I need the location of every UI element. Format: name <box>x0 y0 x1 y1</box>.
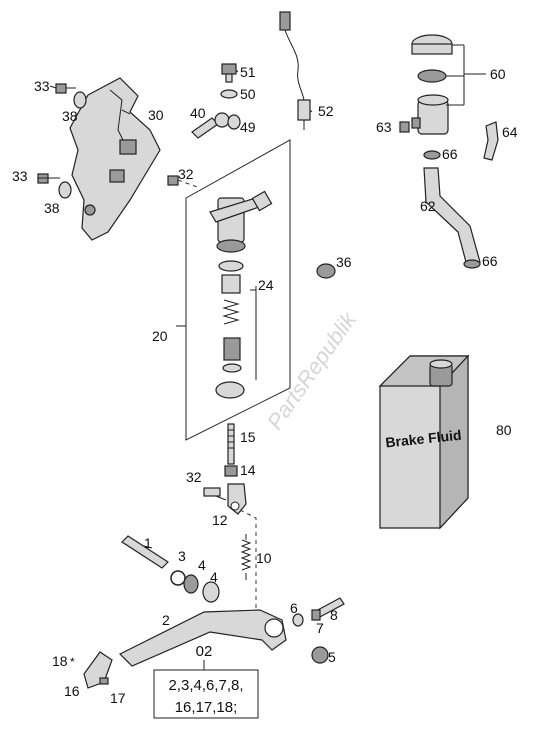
bracket-30 <box>69 77 161 241</box>
kit-line-1: 2,3,4,6,7,8, <box>168 677 243 694</box>
label-17: 17 <box>110 690 126 706</box>
pivot-bolt-1 <box>121 535 169 569</box>
nut-14 <box>224 465 238 477</box>
bolt-32-top <box>167 175 201 189</box>
label-38-top: 38 <box>62 108 78 124</box>
label-1: 1 <box>144 535 152 551</box>
label-32-top: 32 <box>178 166 194 182</box>
washer-38-bottom <box>58 181 72 199</box>
label-8: 8 <box>330 607 338 623</box>
hose-clip-66-top <box>423 150 441 160</box>
banjo-fitting-40 <box>191 112 230 139</box>
brake-fluid-can-80: Brake Fluid <box>378 354 470 530</box>
reservoir-60 <box>411 94 449 135</box>
label-50: 50 <box>240 86 256 102</box>
label-40: 40 <box>190 105 206 121</box>
piston-parts-24 <box>215 260 245 399</box>
label-33-top: 33 <box>34 78 50 94</box>
reservoir-cap-60 <box>411 34 453 83</box>
label-24: 24 <box>258 277 274 293</box>
master-cylinder-frame <box>185 139 291 441</box>
label-7: 7 <box>316 620 324 636</box>
nut-7 <box>311 609 321 621</box>
bearing-4b <box>202 581 220 603</box>
washer-6 <box>292 613 304 627</box>
label-63: 63 <box>376 119 392 135</box>
bearing-4a <box>183 574 199 594</box>
label-51: 51 <box>240 64 256 80</box>
label-64: 64 <box>502 124 518 140</box>
washer-38-top <box>73 91 87 109</box>
label-4-a: 4 <box>198 557 206 573</box>
bolt-63 <box>399 121 410 133</box>
can-label: Brake Fluid <box>385 427 463 451</box>
label-66-top: 66 <box>442 146 458 162</box>
master-cylinder-body <box>209 190 273 253</box>
screw-17 <box>99 677 109 685</box>
clevis-12 <box>227 483 247 515</box>
hose-62 <box>423 167 481 263</box>
label-12: 12 <box>212 512 228 528</box>
kit-line-2: 16,17,18; <box>175 699 238 716</box>
label-18: 18 <box>52 653 68 669</box>
nut-5 <box>311 646 329 664</box>
label-33-bottom: 33 <box>12 168 28 184</box>
bracket-64 <box>483 121 499 161</box>
label-14: 14 <box>240 462 256 478</box>
label-36: 36 <box>336 254 352 270</box>
circlip-3 <box>170 570 186 586</box>
leader-lines <box>38 69 313 549</box>
bolt-51 <box>221 63 237 83</box>
label-30: 30 <box>148 107 164 123</box>
label-38-bottom: 38 <box>44 200 60 216</box>
return-spring-10 <box>240 534 252 580</box>
label-62: 62 <box>420 198 436 214</box>
label-2: 2 <box>162 612 170 628</box>
hose-clip-66-bottom <box>463 259 481 269</box>
grommet-36 <box>316 263 336 279</box>
label-52: 52 <box>318 103 334 119</box>
brake-pedal-2 <box>118 609 287 667</box>
label-20: 20 <box>152 328 168 344</box>
label-3: 3 <box>178 548 186 564</box>
washer-49 <box>227 114 241 130</box>
label-4-b: 4 <box>210 569 218 585</box>
label-66-bottom: 66 <box>482 253 498 269</box>
washer-50 <box>220 89 238 99</box>
label-60: 60 <box>490 66 506 82</box>
label-49: 49 <box>240 119 256 135</box>
brake-light-switch-52 <box>279 11 311 130</box>
label-16: 16 <box>64 683 80 699</box>
watermark: PartsRepublik <box>262 307 362 434</box>
bolt-33-top <box>55 83 76 94</box>
label-32-bottom: 32 <box>186 469 202 485</box>
bolt-32-bottom <box>203 487 221 497</box>
label-80: 80 <box>496 422 512 438</box>
label-10: 10 <box>256 550 272 566</box>
label-15: 15 <box>240 429 256 445</box>
repair-kit-box <box>153 660 259 719</box>
label-6: 6 <box>290 600 298 616</box>
pushrod-15 <box>227 423 235 465</box>
label-5: 5 <box>328 649 336 665</box>
kit-code: 02 <box>196 643 213 660</box>
label-18-star: * <box>70 655 75 669</box>
